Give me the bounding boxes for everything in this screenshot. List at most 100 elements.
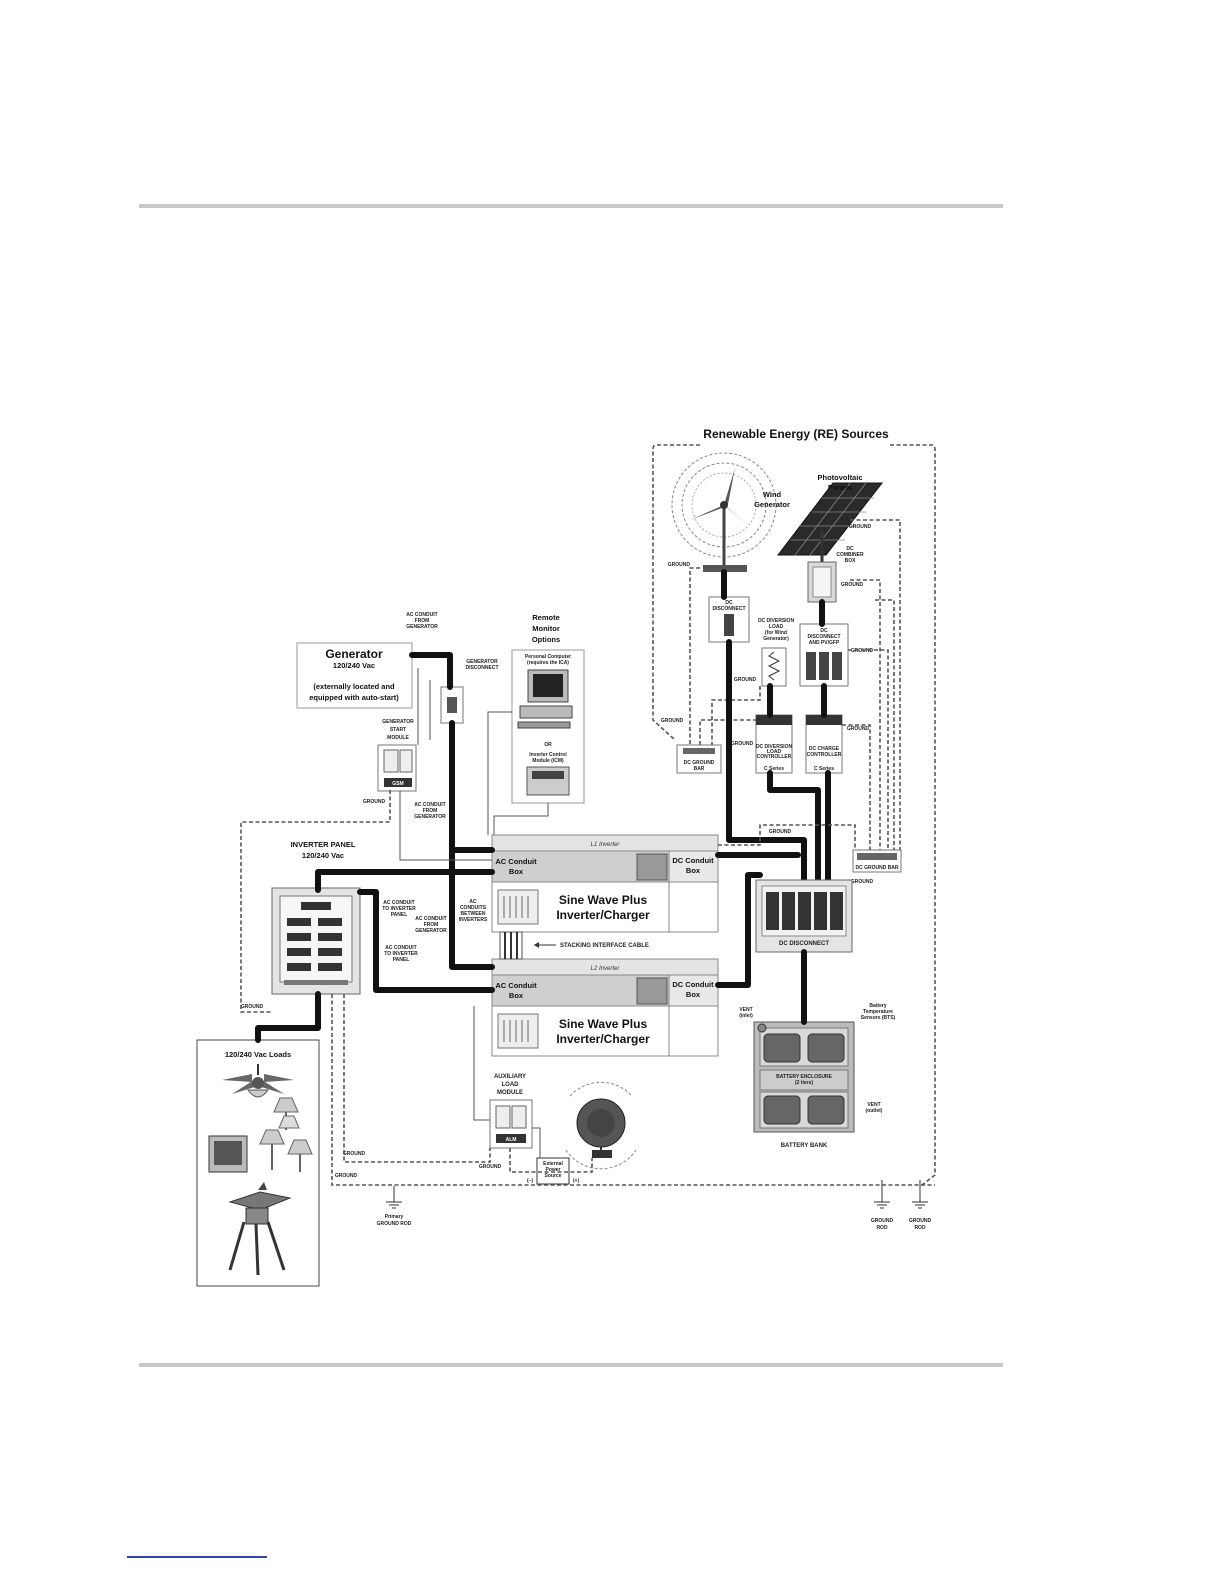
lamps-icon bbox=[259, 1097, 313, 1172]
ground-main-label: GROUND bbox=[769, 829, 792, 835]
conduit-between-a: AC bbox=[469, 899, 477, 905]
l1-dc-box-2: Box bbox=[686, 866, 701, 875]
ground-rod-2-a: GROUND bbox=[909, 1218, 932, 1224]
l1-ac-box-2: Box bbox=[509, 867, 524, 876]
l1-name-2: Inverter/Charger bbox=[556, 908, 650, 922]
generator-box bbox=[296, 642, 413, 709]
ground-rod-2-b: ROD bbox=[914, 1225, 926, 1231]
re-sources-boundary bbox=[652, 444, 936, 1186]
icm-label-1: Inverter Control bbox=[529, 752, 567, 758]
div-controller-ground-label: GROUND bbox=[731, 741, 754, 747]
or-label: OR bbox=[544, 742, 552, 748]
pv-disconnect-label-3: AND PV/GFP bbox=[809, 640, 840, 646]
icm-label-2: Module (ICM) bbox=[532, 758, 564, 764]
combiner-label-3: BOX bbox=[845, 558, 857, 564]
conduit-from-gen-2-a: AC CONDUIT bbox=[415, 916, 446, 922]
conduit-from-gen-2-c: GENERATOR bbox=[415, 928, 447, 934]
pv-panel bbox=[776, 482, 884, 562]
primary-ground-2: GROUND ROD bbox=[377, 1221, 412, 1227]
l1-name-1: Sine Wave Plus bbox=[559, 893, 648, 907]
ac-conduit-gen-mid-2: FROM bbox=[423, 808, 438, 814]
alm-label-2: LOAD bbox=[502, 1082, 520, 1088]
external-power-2: Power bbox=[545, 1167, 560, 1173]
wind-disconnect-label-2: DISCONNECT bbox=[712, 606, 745, 612]
generator-voltage: 120/240 Vac bbox=[333, 661, 375, 670]
loads-title: 120/240 Vac Loads bbox=[225, 1050, 291, 1059]
wind-disconnect-switch bbox=[724, 614, 734, 636]
dc-disconnect-label: DC DISCONNECT bbox=[779, 941, 829, 947]
conduit-to-panel-1-c: PANEL bbox=[391, 912, 408, 918]
ground-bar-left-label-2: BAR bbox=[694, 766, 705, 772]
ground-rod-1-b: ROD bbox=[876, 1225, 888, 1231]
ground-bar-left-label-1: DC GROUND bbox=[684, 760, 715, 766]
footer-link-underline[interactable] bbox=[127, 1556, 267, 1558]
diversion-load-label-3: (for Wind bbox=[765, 630, 787, 636]
combiner-label-2: COMBINER bbox=[836, 552, 864, 558]
wind-generator bbox=[671, 452, 777, 572]
inverter-l1 bbox=[491, 834, 719, 933]
charge-controller-ground-label: GROUND bbox=[847, 726, 870, 732]
bottom-rule bbox=[139, 1363, 1003, 1367]
junctions bbox=[449, 847, 455, 970]
vent-inlet-1: VENT bbox=[739, 1007, 752, 1013]
l2-name-2: Inverter/Charger bbox=[556, 1032, 650, 1046]
ac-conduit-gen-mid-1: AC CONDUIT bbox=[414, 802, 445, 808]
conduit-to-panel-1-a: AC CONDUIT bbox=[383, 900, 414, 906]
pv-disconnect-label-2: DISCONNECT bbox=[807, 634, 840, 640]
vent-outlet-1: VENT bbox=[867, 1102, 880, 1108]
ground-label-2: GROUND bbox=[335, 1173, 358, 1179]
l2-ac-box-2: Box bbox=[509, 991, 524, 1000]
conduit-to-panel-1-b: TO INVERTER bbox=[382, 906, 416, 912]
ac-conduit-gen-top-3: GENERATOR bbox=[406, 624, 438, 630]
inverter-panel-label-2: 120/240 Vac bbox=[302, 851, 344, 860]
bts-label-3: Sensors (BTS) bbox=[861, 1015, 896, 1021]
generator-disconnect-label-2: DISCONNECT bbox=[465, 665, 498, 671]
combiner-ground-label: GROUND bbox=[841, 582, 864, 588]
inverter-panel-label-1: INVERTER PANEL bbox=[291, 840, 356, 849]
wind-disconnect-label-1: DC bbox=[725, 600, 733, 606]
battery-bank-label: BATTERY BANK bbox=[781, 1143, 828, 1149]
primary-ground-rod bbox=[386, 1186, 402, 1209]
l1-ac-box-1: AC Conduit bbox=[495, 857, 537, 866]
conduit-between-c: BETWEEN bbox=[461, 911, 486, 917]
gsm-label-2: START bbox=[390, 727, 406, 733]
gsm-badge: GSM bbox=[392, 781, 403, 787]
battery-enclosure-1: BATTERY ENCLOSURE bbox=[776, 1074, 832, 1080]
pv-label-1: Photovoltaic bbox=[817, 473, 862, 482]
l2-dc-box-1: DC Conduit bbox=[672, 980, 714, 989]
generator-disconnect-label-1: GENERATOR bbox=[466, 659, 498, 665]
vent-inlet-2: (inlet) bbox=[739, 1013, 753, 1019]
ground-bar-left-ground: GROUND bbox=[661, 718, 684, 724]
div-controller-label-2: LOAD bbox=[767, 749, 782, 755]
gsm-ground-label: GROUND bbox=[363, 799, 386, 805]
remote-monitor-label-1: Remote bbox=[532, 613, 560, 622]
ac-conduit-gen-mid-3: GENERATOR bbox=[414, 814, 446, 820]
re-ground-wiring bbox=[689, 519, 901, 850]
diversion-load-label-1: DC DIVERSION bbox=[758, 618, 795, 624]
pv-disconnect-label-1: DC bbox=[820, 628, 828, 634]
signal-wires bbox=[399, 668, 549, 1158]
conduit-to-panel-2-a: AC CONDUIT bbox=[385, 945, 416, 951]
top-rule bbox=[139, 204, 1003, 208]
generator-note-2: equipped with auto-start) bbox=[309, 693, 399, 702]
diversion-load-resistor bbox=[761, 647, 787, 687]
bts-label-1: Battery bbox=[869, 1003, 886, 1009]
alm-label-1: AUXILIARY bbox=[494, 1074, 526, 1080]
external-power-1: External bbox=[543, 1161, 563, 1167]
wind-label-2: Generator bbox=[754, 500, 790, 509]
generator-note-1: (externally located and bbox=[313, 682, 395, 691]
conduit-between-d: INVERTERS bbox=[459, 917, 488, 923]
l2-dc-box-2: Box bbox=[686, 990, 701, 999]
conduit-from-gen-2-b: FROM bbox=[424, 922, 439, 928]
external-power-box bbox=[536, 1157, 570, 1185]
div-controller-label-3: CONTROLLER bbox=[757, 754, 792, 760]
diversion-load-ground-label: GROUND bbox=[734, 677, 757, 683]
ground-bar-right-ground: GROUND bbox=[851, 879, 874, 885]
charge-controller-label-2: CONTROLLER bbox=[807, 752, 842, 758]
external-power-3: Source bbox=[545, 1173, 562, 1179]
inverter-panel-ground: GROUND bbox=[241, 1004, 264, 1010]
stacking-cable-label: STACKING INTERFACE CABLE bbox=[560, 943, 649, 949]
computer-icon bbox=[517, 669, 573, 729]
combiner-label-1: DC bbox=[846, 546, 854, 552]
ground-rod-1-a: GROUND bbox=[871, 1218, 894, 1224]
